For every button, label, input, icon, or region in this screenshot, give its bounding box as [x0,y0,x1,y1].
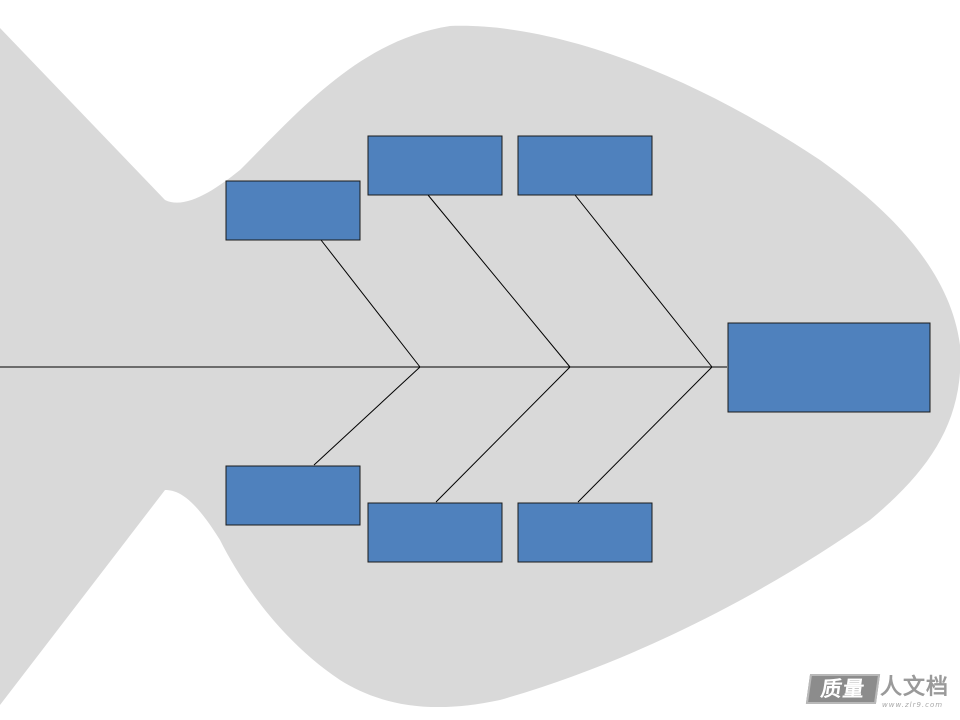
bone-lower-3 [577,366,713,503]
cause-box-lower-1[interactable] [225,465,361,526]
watermark-logo: 质量 人文档 www.zlr9.com [805,670,950,712]
cause-box-upper-3[interactable] [517,135,653,196]
cause-box-upper-2[interactable] [367,135,503,196]
cause-box-upper-1[interactable] [225,180,361,241]
watermark-text: 人文档 [880,675,950,700]
bone-upper-3 [574,194,713,368]
bone-lower-2 [435,366,571,503]
watermark-url: www.zlr9.com [882,701,944,709]
cause-box-lower-3[interactable] [517,502,653,563]
effect-box[interactable] [727,322,931,413]
cause-box-lower-2[interactable] [367,502,503,563]
watermark-badge: 质量 [805,674,881,704]
bone-upper-1 [320,239,421,368]
bone-upper-2 [427,194,571,368]
bone-lower-1 [313,366,421,466]
